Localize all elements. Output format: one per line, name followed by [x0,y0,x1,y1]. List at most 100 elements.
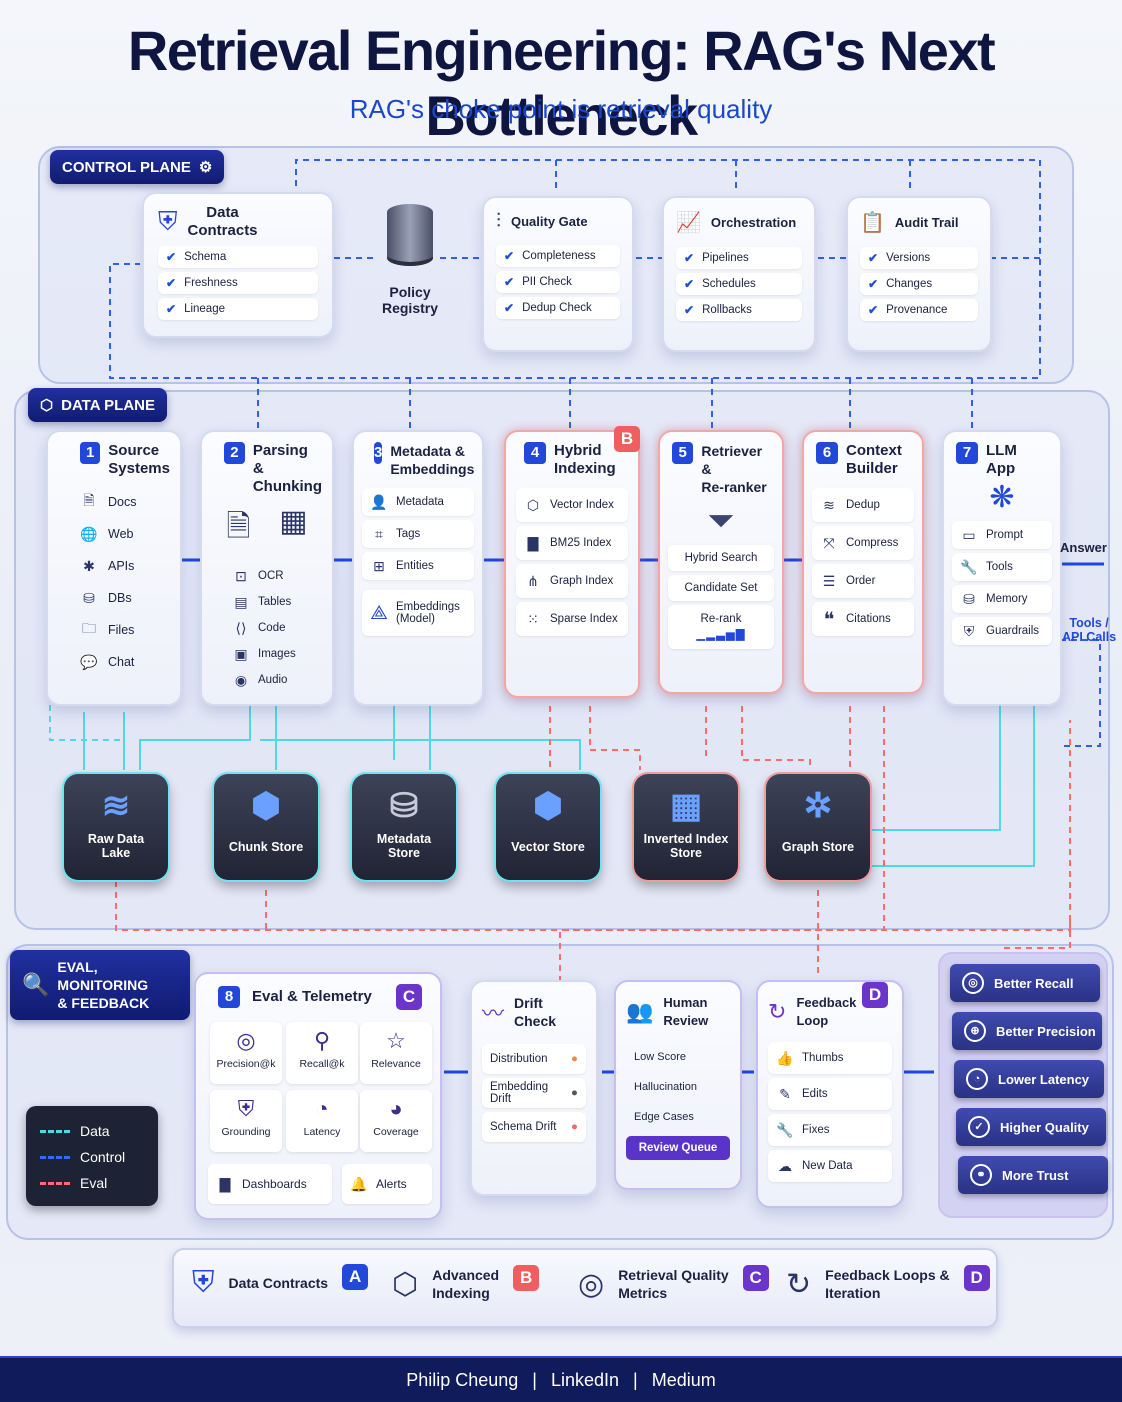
code-icon: ⟨⟩ [235,619,247,636]
outcome-more-trust[interactable]: ⚭More Trust [958,1156,1108,1194]
badge-c: C [396,984,422,1010]
metric-recall[interactable]: ⚲Recall@k [286,1022,358,1084]
globe-icon: 🌐 [80,525,98,542]
document-icon: 🗎 [226,510,251,543]
shield-icon: ⛨ [963,622,975,639]
metric-grounding[interactable]: ⛨Grounding [210,1090,282,1152]
status-dot: ● [571,1087,578,1099]
bar-chart-icon: ▇ [219,1175,231,1192]
chip-icon: ▦ [279,505,308,538]
legend-data-swatch [40,1129,70,1133]
legend: Data Control Eval [26,1106,158,1206]
quote-icon: ❝ [823,608,835,631]
outcome-better-precision[interactable]: ⊕Better Precision [952,1012,1102,1050]
user-icon: 👤 [370,493,388,510]
metric-precision[interactable]: ◎Precision@k [210,1022,282,1084]
entity-icon: ⊞ [373,557,385,574]
gauge-icon: ◔ [966,1068,988,1090]
refresh-icon: ↻ [786,1267,812,1301]
cloud-upload-icon: ☁ [778,1157,792,1174]
pillar-feedback-loops[interactable]: ↻ Feedback Loops &Iteration D [786,1265,990,1302]
users-icon: 👥 [626,999,654,1024]
footer-author: Philip Cheung [406,1369,519,1390]
check-icon: ✔ [684,303,695,317]
orchestration-card[interactable]: 📈Orchestration ✔Pipelines ✔Schedules ✔Ro… [662,196,816,352]
dashboards-button[interactable]: ▇Dashboards [208,1164,332,1204]
metric-latency[interactable]: ◔Latency [286,1090,358,1152]
quality-gate-card[interactable]: ⫶Quality Gate ✔Completeness ✔PII Check ✔… [482,196,634,352]
clipboard-icon: 📋 [860,212,885,234]
check-icon: ✔ [166,276,177,290]
outcome-better-recall[interactable]: ◎Better Recall [950,964,1100,1002]
bar-chart-icon: ▇ [527,534,539,551]
waveform-icon: 〰 [482,1001,505,1026]
gauge-icon: ◔ [315,1096,329,1121]
data-contracts-list: ✔Schema ✔Freshness ✔Lineage [158,246,318,320]
alerts-button[interactable]: 🔔Alerts [342,1164,432,1204]
check-icon: ✔ [868,277,879,291]
target-icon: ◎ [578,1267,605,1301]
bell-icon: 🔔 [350,1175,368,1192]
status-dot: ● [571,1121,578,1133]
store-vector[interactable]: ⬢Vector Store [496,774,600,880]
outcome-higher-quality[interactable]: ✓Higher Quality [956,1108,1106,1146]
database-icon [387,204,433,266]
graph-icon: ⋔ [527,572,539,589]
footer-medium-link[interactable]: Medium [651,1369,716,1390]
wrench-icon: 🔧 [776,1121,794,1138]
badge-b: B [614,426,640,452]
page-subtitle: RAG's choke point is retrieval quality [349,94,773,124]
shield-icon: ⛨ [158,206,178,236]
chat-icon: 💬 [80,653,98,670]
check-icon: ✔ [504,275,515,289]
embedding-icon: ⟁ [370,601,388,624]
footer-linkedin-link[interactable]: LinkedIn [550,1369,620,1390]
graph-network-icon: ✲ [803,787,833,825]
refresh-icon: ↻ [768,999,787,1024]
cube-icon: ⬡ [40,397,54,414]
star-icon: ☆ [386,1028,406,1053]
layers-icon: ≋ [823,496,835,513]
gear-icon: ⚙ [198,159,213,176]
check-icon: ✔ [868,251,879,265]
prompt-icon: ▭ [962,526,976,543]
data-plane-label: ⬡DATA PLANE [28,388,167,422]
page-title: Retrieval Engineering: RAG's Next Bottle… [127,19,996,147]
store-graph[interactable]: ✲Graph Store [766,774,870,880]
status-dot: ● [571,1053,578,1065]
target-icon: ◎ [962,972,984,994]
thumbs-up-icon: 👍 [776,1049,794,1066]
metric-coverage[interactable]: ◕Coverage [360,1090,432,1152]
eval-plane-label: 🔍EVAL, MONITORING& FEEDBACK [10,950,190,1020]
audit-trail-card[interactable]: 📋Audit Trail ✔Versions ✔Changes ✔Provena… [846,196,992,352]
review-queue-button[interactable]: Review Queue [626,1136,730,1160]
badge-d: D [862,982,888,1008]
pillar-data-contracts[interactable]: ⛨ Data Contracts A [192,1264,369,1300]
store-chunk[interactable]: ⬢Chunk Store [214,774,318,880]
outcome-lower-latency[interactable]: ◔Lower Latency [954,1060,1104,1098]
footer: Philip Cheung | LinkedIn | Medium [0,1356,1122,1402]
shield-icon: ⛨ [192,1266,215,1299]
wrench-icon: 🔧 [960,558,978,575]
metric-relevance[interactable]: ☆Relevance [360,1022,432,1084]
